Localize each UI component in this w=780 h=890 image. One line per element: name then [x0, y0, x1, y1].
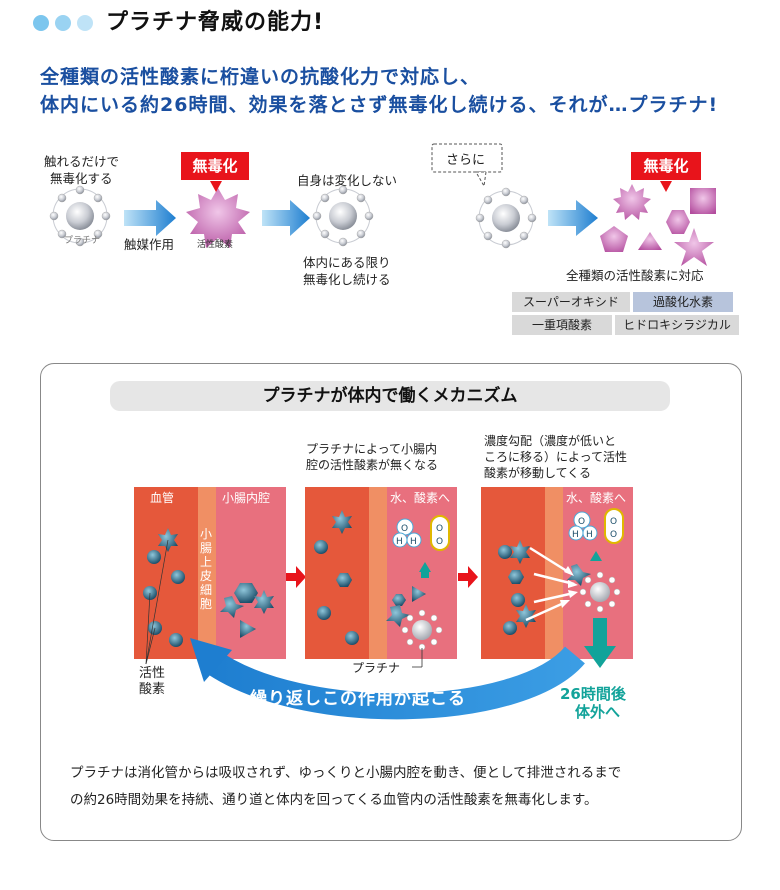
svg-text:O: O [610, 530, 617, 540]
chip-superoxide: スーパーオキシド [512, 292, 630, 312]
panel2-platinum [401, 609, 443, 651]
ros-small-label: 活性酸素 [197, 240, 234, 250]
svg-text:O: O [436, 524, 443, 534]
panel1-lumen-label: 小腸内腔 [222, 491, 271, 505]
ros-pentagon [600, 226, 628, 252]
panel2-vessel [305, 487, 369, 659]
svg-text:O: O [436, 537, 443, 547]
ros-label-2: 酸素 [139, 682, 166, 697]
ros-label-1: 活性 [139, 666, 166, 681]
panel-arrow-2 [458, 566, 478, 588]
chip-singlet-oxygen: 一重項酸素 [512, 315, 612, 335]
gradient-arrows [525, 546, 575, 622]
panel3-water-molecules: O H H O O [568, 508, 624, 544]
ros-square [690, 188, 716, 214]
exit-label-2: 体外へ [575, 703, 621, 721]
ros-star-small [613, 184, 651, 220]
svg-text:H: H [396, 537, 403, 547]
description-line-2: の約26時間効果を持続、通り道と体内を回ってくる血管内の活性酸素を無毒化します。 [70, 792, 598, 808]
bullet-dot-2 [55, 15, 71, 31]
description-text: プラチナは消化管からは吸収されず、ゆっくりと小腸内腔を動き、便として排泄されるま… [70, 760, 730, 814]
description-line-1: プラチナは消化管からは吸収されず、ゆっくりと小腸内腔を動き、便として排泄されるま… [70, 765, 622, 781]
panel3-water-label: 水、酸素へ [566, 491, 627, 505]
keeps-label-2: 無毒化し続ける [303, 272, 391, 287]
panel2-caption-1: プラチナによって小腸内 [306, 442, 438, 456]
panel3-caption-2: ころに移る）によって活性 [484, 450, 628, 464]
headline-line-1: 全種類の活性酸素に桁違いの抗酸化力で対応し、 [40, 66, 481, 88]
detox-tag-1: 無毒化 [181, 152, 249, 180]
chip-hydroxyl-radical: ヒドロキシラジカル [615, 315, 739, 335]
panel1-vessel-label: 血管 [150, 491, 175, 505]
ros-hexagon [666, 210, 690, 234]
touch-label-1: 触れるだけで [44, 154, 120, 169]
panel3-caption-1: 濃度勾配（濃度が低いと [484, 434, 617, 448]
bullet-dot-3 [77, 15, 93, 31]
cycle-label: 繰り返しこの作用が起こる [250, 689, 466, 709]
panel1-lumen [216, 487, 286, 659]
panel-arrow-1 [286, 566, 306, 588]
platinum-particle-3 [475, 187, 537, 249]
panel3-platinum [579, 571, 621, 613]
mechanism-frame [40, 363, 742, 841]
flow-arrow-3 [548, 200, 598, 236]
panel1-epithelium [198, 487, 216, 659]
chip-hydrogen-peroxide: 過酸化水素 [633, 292, 733, 312]
moreover-callout [431, 143, 503, 173]
platinum-small-label: プラチナ [64, 236, 101, 246]
unchanged-label: 自身は変化しない [297, 173, 398, 188]
cycle-arrow [202, 645, 585, 720]
panel1-epithelium-label: 小腸上皮細胞 [200, 527, 213, 611]
svg-text:H: H [586, 530, 593, 540]
moreover-label: さらに [446, 153, 486, 168]
platinum-particle-1 [49, 185, 111, 247]
panel2-epithelium [369, 487, 387, 659]
panel1-vessel [134, 487, 198, 659]
keeps-label-1: 体内にある限り [303, 255, 391, 270]
svg-text:O: O [401, 524, 408, 534]
ros-triangle [638, 232, 662, 250]
svg-text:O: O [610, 517, 617, 527]
panel2-platinum-label: プラチナ [352, 661, 401, 675]
touch-label-2: 無毒化する [50, 171, 113, 186]
svg-text:H: H [572, 530, 579, 540]
panel3-epithelium [545, 487, 563, 659]
mechanism-diagram: O H H O O [134, 487, 633, 720]
catalyst-label: 触媒作用 [124, 237, 175, 252]
exit-arrow-head [584, 646, 616, 668]
ros-star-five [674, 228, 714, 266]
ros-starburst [186, 188, 250, 248]
svg-text:H: H [410, 537, 417, 547]
page-title: プラチナ脅威の能力! [106, 10, 325, 35]
all-types-label: 全種類の活性酸素に対応 [566, 268, 704, 283]
panel3-caption-3: 酸素が移動してくる [484, 466, 592, 480]
mechanism-title: プラチナが体内で働くメカニズム [110, 381, 670, 411]
ros-shapes-group [600, 184, 716, 266]
exit-label-1: 26時間後 [560, 685, 626, 703]
catalyst-diagram [49, 143, 716, 266]
headline-line-2: 体内にいる約26時間、効果を落とさず無毒化し続ける、それが…プラチナ! [40, 94, 719, 116]
panel2-caption-2: 腔の活性酸素が無くなる [306, 458, 439, 472]
platinum-particle-2 [312, 185, 374, 247]
svg-text:O: O [578, 517, 585, 527]
flow-arrow-2 [262, 200, 310, 236]
panel2-water-molecules: O H H O O [392, 515, 450, 551]
detox-tag-2: 無毒化 [631, 152, 701, 180]
exit-arrow-shaft [593, 618, 607, 648]
panel2-water-label: 水、酸素へ [390, 491, 451, 505]
bullet-dot-1 [33, 15, 49, 31]
flow-arrow-1 [124, 200, 176, 236]
